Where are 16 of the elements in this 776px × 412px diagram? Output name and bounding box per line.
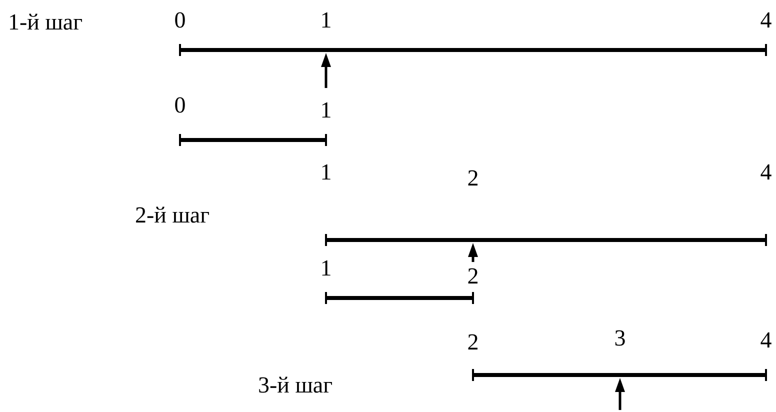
step-label: 3-й шаг [258, 374, 333, 396]
tick-number: 4 [760, 8, 772, 32]
tick-number: 1 [320, 160, 332, 184]
tick-number: 0 [174, 94, 186, 116]
tick-number: 2 [467, 330, 479, 354]
tick-number: 4 [760, 328, 772, 352]
tick-number: 1 [320, 98, 332, 122]
tick-number: 0 [174, 8, 186, 32]
step-label: 2-й шаг [135, 204, 210, 226]
tick-number: 4 [760, 160, 772, 184]
step-label: 1-й шаг [8, 10, 83, 34]
tick-number: 3 [614, 326, 626, 350]
tick-number: 1 [320, 256, 332, 280]
tick-number: 2 [467, 166, 479, 190]
tick-number: 1 [320, 8, 332, 32]
tick-number: 2 [467, 264, 479, 288]
